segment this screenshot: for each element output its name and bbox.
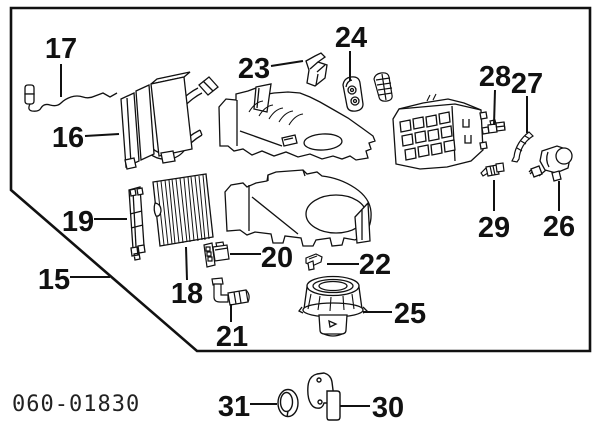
catalog-code: 060-01830 [12, 392, 140, 417]
leader-28 [494, 90, 495, 125]
callout-29: 29 [478, 212, 510, 244]
callout-18: 18 [171, 278, 203, 310]
callout-15: 15 [38, 264, 70, 296]
part-24-grommet-plate [343, 77, 363, 111]
leader-23 [271, 61, 303, 66]
callout-16: 16 [52, 122, 84, 154]
ribbed-grommet [374, 73, 392, 101]
callout-20: 20 [261, 242, 293, 274]
callout-28: 28 [479, 61, 511, 93]
part-17-thermistor-wire [25, 85, 117, 111]
part-18-air-filter [153, 174, 213, 246]
diagram-border [11, 8, 590, 351]
part-22-clip [306, 254, 322, 270]
callout-24: 24 [335, 22, 367, 54]
part-26-actuator [529, 146, 572, 181]
callout-22: 22 [359, 249, 391, 281]
part-28-sensor [488, 120, 505, 133]
callout-25: 25 [394, 298, 426, 330]
part-19-filter-bracket [129, 187, 145, 260]
part-20-resistor [204, 242, 229, 267]
part-21-hose-elbow [212, 278, 249, 305]
part-31-grommet [278, 390, 298, 418]
part-27-strap [512, 132, 533, 162]
callout-27: 27 [511, 68, 543, 100]
leader-16 [85, 134, 119, 136]
part-29-sensor-screw [481, 163, 504, 176]
callout-23: 23 [238, 53, 270, 85]
callout-31: 31 [218, 391, 250, 423]
callout-19: 19 [62, 206, 94, 238]
callout-21: 21 [216, 321, 248, 353]
leader-lines [61, 51, 559, 406]
part-16-evaporator-core [121, 72, 218, 169]
part-15-upper-case [219, 84, 375, 160]
part-15-lower-case [225, 170, 371, 246]
grid-box-unit [393, 94, 489, 169]
part-30-mount-grommet [308, 373, 340, 420]
callout-labels: 15 16 17 18 19 20 21 22 23 24 25 26 27 2… [38, 22, 575, 424]
part-25-blower-motor [299, 277, 367, 337]
callout-17: 17 [45, 33, 77, 65]
part-23-bracket [306, 53, 327, 86]
callout-30: 30 [372, 392, 404, 424]
callout-26: 26 [543, 211, 575, 243]
leader-18 [186, 247, 187, 280]
